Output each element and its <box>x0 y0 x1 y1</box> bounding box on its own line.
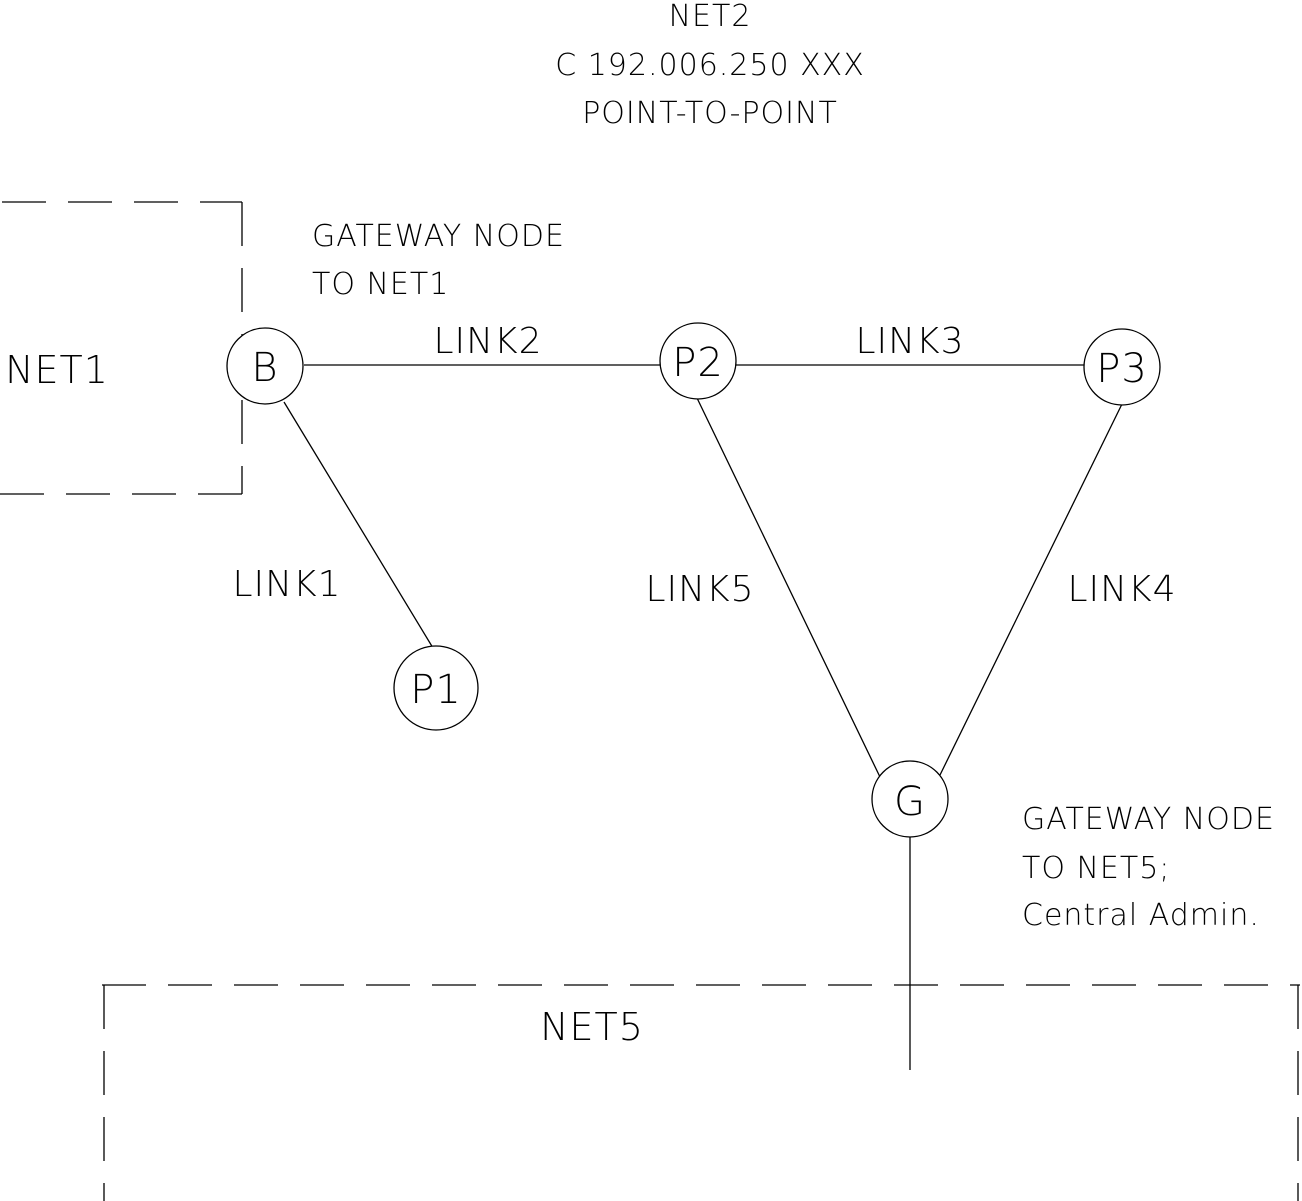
gateway-b-note-line: TO NET1 <box>312 267 449 302</box>
net2-type: POINT-TO-POINT <box>582 96 838 131</box>
gateway-g-note-line: Central Admin. <box>1022 898 1260 933</box>
link1-line <box>283 401 434 649</box>
node-b[interactable]: B <box>226 327 304 405</box>
link4-line <box>939 403 1123 776</box>
node-b-label: B <box>251 345 278 391</box>
gateway-g-note-line: TO NET5; <box>1022 851 1170 886</box>
net2-address: C 192.006.250 XXX <box>555 48 865 83</box>
net2-header: NET2 C 192.006.250 XXX POINT-TO-POINT <box>555 0 865 131</box>
net5-boundary <box>102 984 1300 1201</box>
gateway-b-note: GATEWAY NODE TO NET1 <box>312 219 565 302</box>
link5-line <box>696 397 881 778</box>
node-p1[interactable]: P1 <box>393 645 479 731</box>
link5-label: LINK5 <box>645 569 754 610</box>
link4-label: LINK4 <box>1067 569 1176 610</box>
node-g-label: G <box>894 779 926 825</box>
gateway-b-note-line: GATEWAY NODE <box>312 219 565 254</box>
link2-label: LINK2 <box>433 321 542 362</box>
net2-title: NET2 <box>669 0 752 34</box>
net5-label: NET5 <box>540 1005 644 1049</box>
node-p3-label: P3 <box>1096 346 1148 392</box>
net1-label: NET1 <box>5 348 109 392</box>
gateway-g-note: GATEWAY NODE TO NET5; Central Admin. <box>1022 802 1275 933</box>
node-p2[interactable]: P2 <box>659 322 737 400</box>
node-p3[interactable]: P3 <box>1083 328 1161 406</box>
link1-label: LINK1 <box>232 564 341 605</box>
node-g[interactable]: G <box>871 760 949 838</box>
link3-label: LINK3 <box>855 321 964 362</box>
node-p1-label: P1 <box>410 667 462 713</box>
gateway-g-note-line: GATEWAY NODE <box>1022 802 1275 837</box>
node-p2-label: P2 <box>672 340 724 386</box>
